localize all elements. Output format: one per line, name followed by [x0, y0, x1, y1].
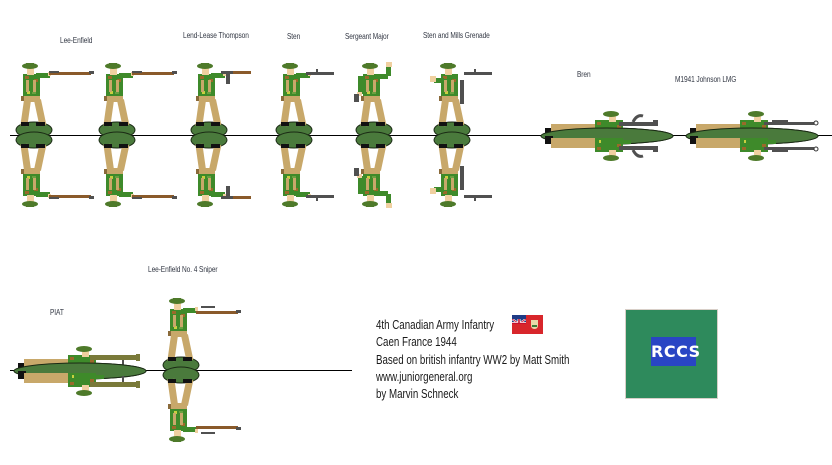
johnson-lmg-sprite-icon [685, 111, 819, 161]
piat-sprite-icon [13, 346, 147, 396]
thompson-figure [185, 62, 275, 212]
credits-block: 4th Canadian Army Infantry Caen France 1… [376, 317, 569, 403]
bren-sprite-icon [540, 111, 674, 161]
lee-enfield-1-figure [10, 62, 100, 212]
credits-author: by Marvin Schneck [376, 387, 459, 402]
canadian-red-ensign-flag-icon [512, 315, 543, 334]
sergeant-major-sprite-icon [354, 62, 393, 208]
sten-grenade-sprite-icon [430, 63, 492, 207]
sergeant-major-label: Sergeant Major [345, 32, 389, 41]
bren-label: Bren [577, 70, 591, 79]
sten-sprite-icon [275, 63, 334, 207]
piat-label: PIAT [50, 308, 64, 317]
sten-grenade-label: Sten and Mills Grenade [423, 31, 490, 40]
sten-figure [270, 62, 360, 212]
credits-title: 4th Canadian Army Infantry [376, 318, 495, 332]
credits-based-on: Based on british infantry WW2 by Matt Sm… [376, 352, 570, 367]
sergeant-major-figure [350, 62, 440, 212]
piat-figure [13, 345, 164, 397]
lee-enfield-1-label: Lee-Enfield [60, 36, 93, 45]
rccs-shoulder-patch: RCCS [625, 309, 718, 399]
thompson-label: Lend-Lease Thompson [183, 31, 249, 40]
sniper-figure [157, 297, 247, 447]
lee-enfield-2-figure [93, 62, 183, 212]
lee-enfield-1-sprite-icon [15, 63, 94, 207]
johnson-lmg-label: M1941 Johnson LMG [675, 75, 737, 84]
lee-enfield-2-sprite-icon [98, 63, 177, 207]
rccs-text: RCCS [651, 342, 701, 361]
credits-website-link[interactable]: www.juniorgeneral.org [376, 369, 473, 384]
coat-of-arms-icon [531, 320, 538, 329]
sten-label: Sten [287, 32, 301, 41]
union-jack-canton [512, 315, 526, 324]
sniper-label: Lee-Enfield No. 4 Sniper [148, 265, 218, 274]
credits-location: Caen France 1944 [376, 335, 457, 350]
sten-grenade-figure [428, 62, 518, 212]
rccs-badge: RCCS [651, 337, 701, 366]
top-row-fold-line [10, 135, 832, 136]
bren-figure [540, 110, 691, 162]
sniper-sprite-icon [162, 298, 241, 442]
johnson-lmg-figure [685, 110, 832, 162]
thompson-sprite-icon [190, 63, 251, 207]
